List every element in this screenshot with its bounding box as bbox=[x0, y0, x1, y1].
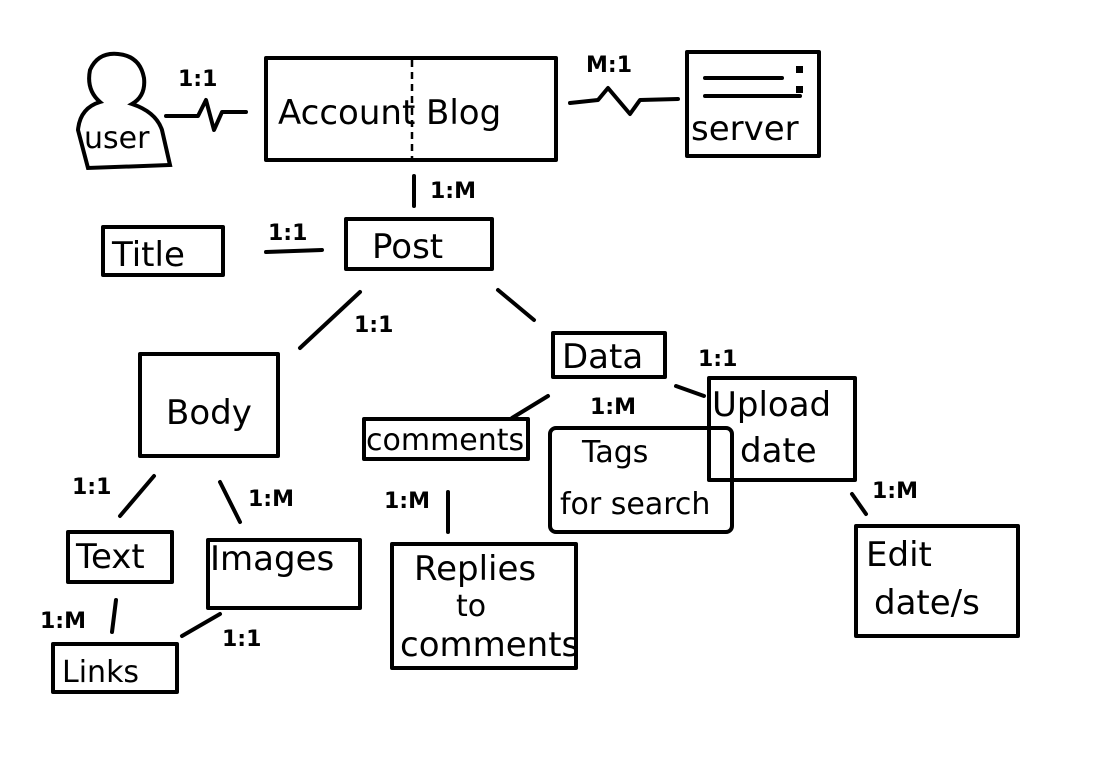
comments-box bbox=[362, 417, 530, 461]
edit-dates-label-line1: Edit bbox=[866, 535, 932, 575]
images-node: Images bbox=[206, 538, 362, 610]
body-images-connector bbox=[218, 480, 242, 524]
account-blog-node: Account Blog bbox=[264, 56, 558, 162]
post-node: Post bbox=[344, 217, 494, 271]
body-box bbox=[138, 352, 280, 458]
tags-node: Tags for search bbox=[548, 426, 734, 534]
replies-label-line2: to bbox=[456, 589, 486, 624]
comments-node: comments bbox=[362, 417, 530, 461]
text-links-connector bbox=[110, 598, 118, 634]
user-account-relation: 1:1 bbox=[178, 67, 217, 92]
title-box bbox=[101, 225, 225, 277]
server-label: server bbox=[691, 109, 799, 149]
images-links-connector bbox=[180, 612, 222, 638]
upload-edit-connector bbox=[850, 492, 868, 516]
body-text-relation: 1:1 bbox=[72, 475, 111, 500]
title-node: Title bbox=[101, 225, 225, 277]
user-account-connector bbox=[164, 98, 248, 132]
blog-server-connector bbox=[568, 86, 680, 116]
text-label: Text bbox=[75, 537, 145, 577]
replies-label-line3: comments bbox=[400, 625, 579, 665]
body-label: Body bbox=[166, 393, 252, 433]
upload-date-node: Upload date bbox=[707, 376, 857, 482]
post-box bbox=[344, 217, 494, 271]
edit-dates-box bbox=[854, 524, 1020, 638]
links-node: Links bbox=[51, 642, 179, 694]
tags-label-line2: for search bbox=[560, 487, 710, 522]
replies-node: Replies to comments bbox=[390, 542, 579, 670]
post-body-connector bbox=[298, 290, 362, 350]
post-label: Post bbox=[372, 227, 443, 267]
server-led-2 bbox=[796, 86, 803, 93]
body-images-relation: 1:M bbox=[248, 487, 294, 512]
links-box bbox=[51, 642, 179, 694]
data-label: Data bbox=[562, 337, 643, 377]
data-comments-connector bbox=[510, 394, 550, 420]
title-post-relation: 1:1 bbox=[268, 221, 307, 246]
post-data-connector bbox=[496, 288, 536, 322]
upload-date-label-line1: Upload bbox=[712, 385, 831, 425]
images-links-relation: 1:1 bbox=[222, 627, 261, 652]
title-post-connector bbox=[264, 248, 324, 254]
blog-label: Blog bbox=[426, 93, 501, 133]
server-led-1 bbox=[796, 66, 803, 73]
post-body-relation: 1:1 bbox=[354, 313, 393, 338]
replies-label-line1: Replies bbox=[414, 549, 536, 589]
upload-date-label-line2: date bbox=[740, 431, 817, 471]
blog-post-relation: 1:M bbox=[430, 179, 476, 204]
replies-box bbox=[390, 542, 578, 670]
text-links-relation: 1:M bbox=[40, 609, 86, 634]
account-blog-box bbox=[264, 56, 558, 162]
blog-server-relation: M:1 bbox=[586, 53, 632, 78]
account-label: Account bbox=[278, 93, 415, 133]
text-box bbox=[66, 530, 174, 584]
data-tags-relation: 1:M bbox=[590, 395, 636, 420]
body-text-connector bbox=[118, 474, 156, 518]
tags-label-line1: Tags bbox=[581, 435, 648, 470]
upload-edit-relation: 1:M bbox=[872, 479, 918, 504]
text-node: Text bbox=[66, 530, 174, 584]
upload-date-box bbox=[707, 376, 857, 482]
comments-label: comments bbox=[366, 423, 524, 458]
data-node: Data bbox=[551, 331, 667, 379]
links-label: Links bbox=[62, 655, 139, 690]
server-box bbox=[685, 50, 821, 158]
user-icon bbox=[75, 51, 173, 171]
data-upload-relation: 1:1 bbox=[698, 347, 737, 372]
comments-replies-relation: 1:M bbox=[384, 489, 430, 514]
edit-dates-label-line2: date/s bbox=[874, 583, 980, 623]
user-node: user bbox=[75, 51, 173, 171]
server-node: server bbox=[685, 50, 821, 158]
images-box bbox=[206, 538, 362, 610]
title-label: Title bbox=[111, 235, 185, 275]
edit-dates-node: Edit date/s bbox=[854, 524, 1020, 638]
user-label: user bbox=[84, 121, 150, 156]
images-label: Images bbox=[210, 539, 334, 579]
data-box bbox=[551, 331, 667, 379]
body-node: Body bbox=[138, 352, 280, 458]
data-upload-connector bbox=[674, 384, 706, 398]
